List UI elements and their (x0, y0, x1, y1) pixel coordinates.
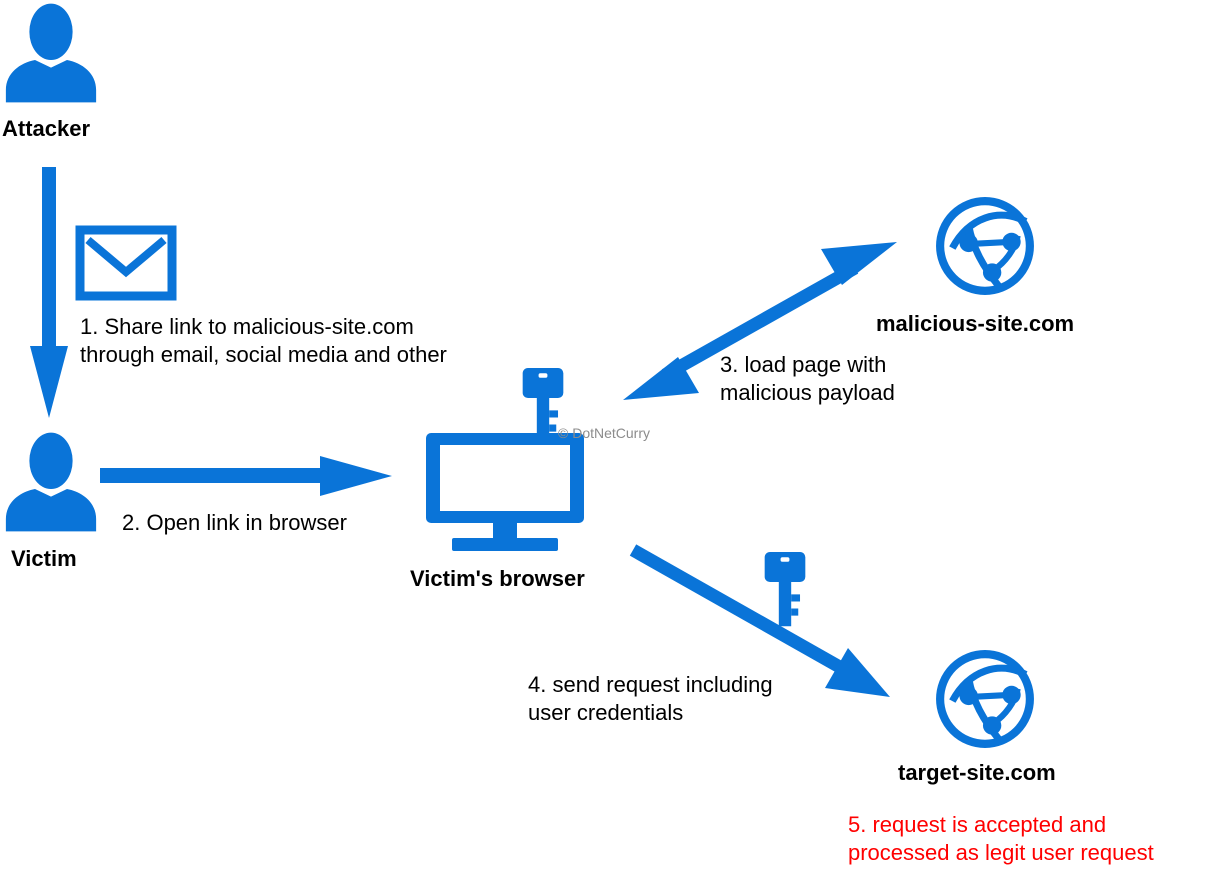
browser-label: Victim's browser (410, 566, 585, 591)
step-1-text: 1. Share link to malicious-site.com thro… (80, 313, 447, 369)
step-4-line-2: user credentials (528, 700, 684, 725)
step-5-text: 5. request is accepted and processed as … (848, 811, 1154, 867)
arrow-browser-malicious-site (623, 242, 897, 400)
step-5-line-2: processed as legit user request (848, 840, 1154, 865)
step-2-text: 2. Open link in browser (122, 510, 347, 535)
envelope-icon (75, 225, 177, 301)
step-1-line-1: 1. Share link to malicious-site.com (80, 314, 414, 339)
step-1-line-2: through email, social media and other (80, 342, 447, 367)
victim-person-icon (5, 432, 97, 532)
step-5-line-1: 5. request is accepted and (848, 812, 1107, 837)
monitor-icon (426, 433, 584, 551)
target-site-globe-icon (940, 654, 1030, 744)
step-3-line-1: 3. load page with (720, 352, 887, 377)
step-3-line-2: malicious payload (720, 380, 895, 405)
arrow-browser-to-target-site (629, 544, 890, 697)
step-3-text: 3. load page with malicious payload (720, 351, 895, 407)
step-4-line-1: 4. send request including (528, 672, 773, 697)
arrow-attacker-to-victim (30, 167, 68, 418)
attacker-label: Attacker (2, 116, 91, 141)
arrow-victim-to-browser (100, 456, 392, 496)
malicious-site-globe-icon (940, 201, 1030, 291)
watermark: © DotNetCurry (558, 425, 650, 441)
key-icon (764, 552, 806, 627)
malicious-site-label: malicious-site.com (876, 311, 1075, 336)
victim-label: Victim (11, 546, 77, 571)
target-site-label: target-site.com (898, 760, 1056, 785)
step-4-text: 4. send request including user credentia… (528, 671, 773, 727)
attacker-person-icon (5, 3, 97, 103)
